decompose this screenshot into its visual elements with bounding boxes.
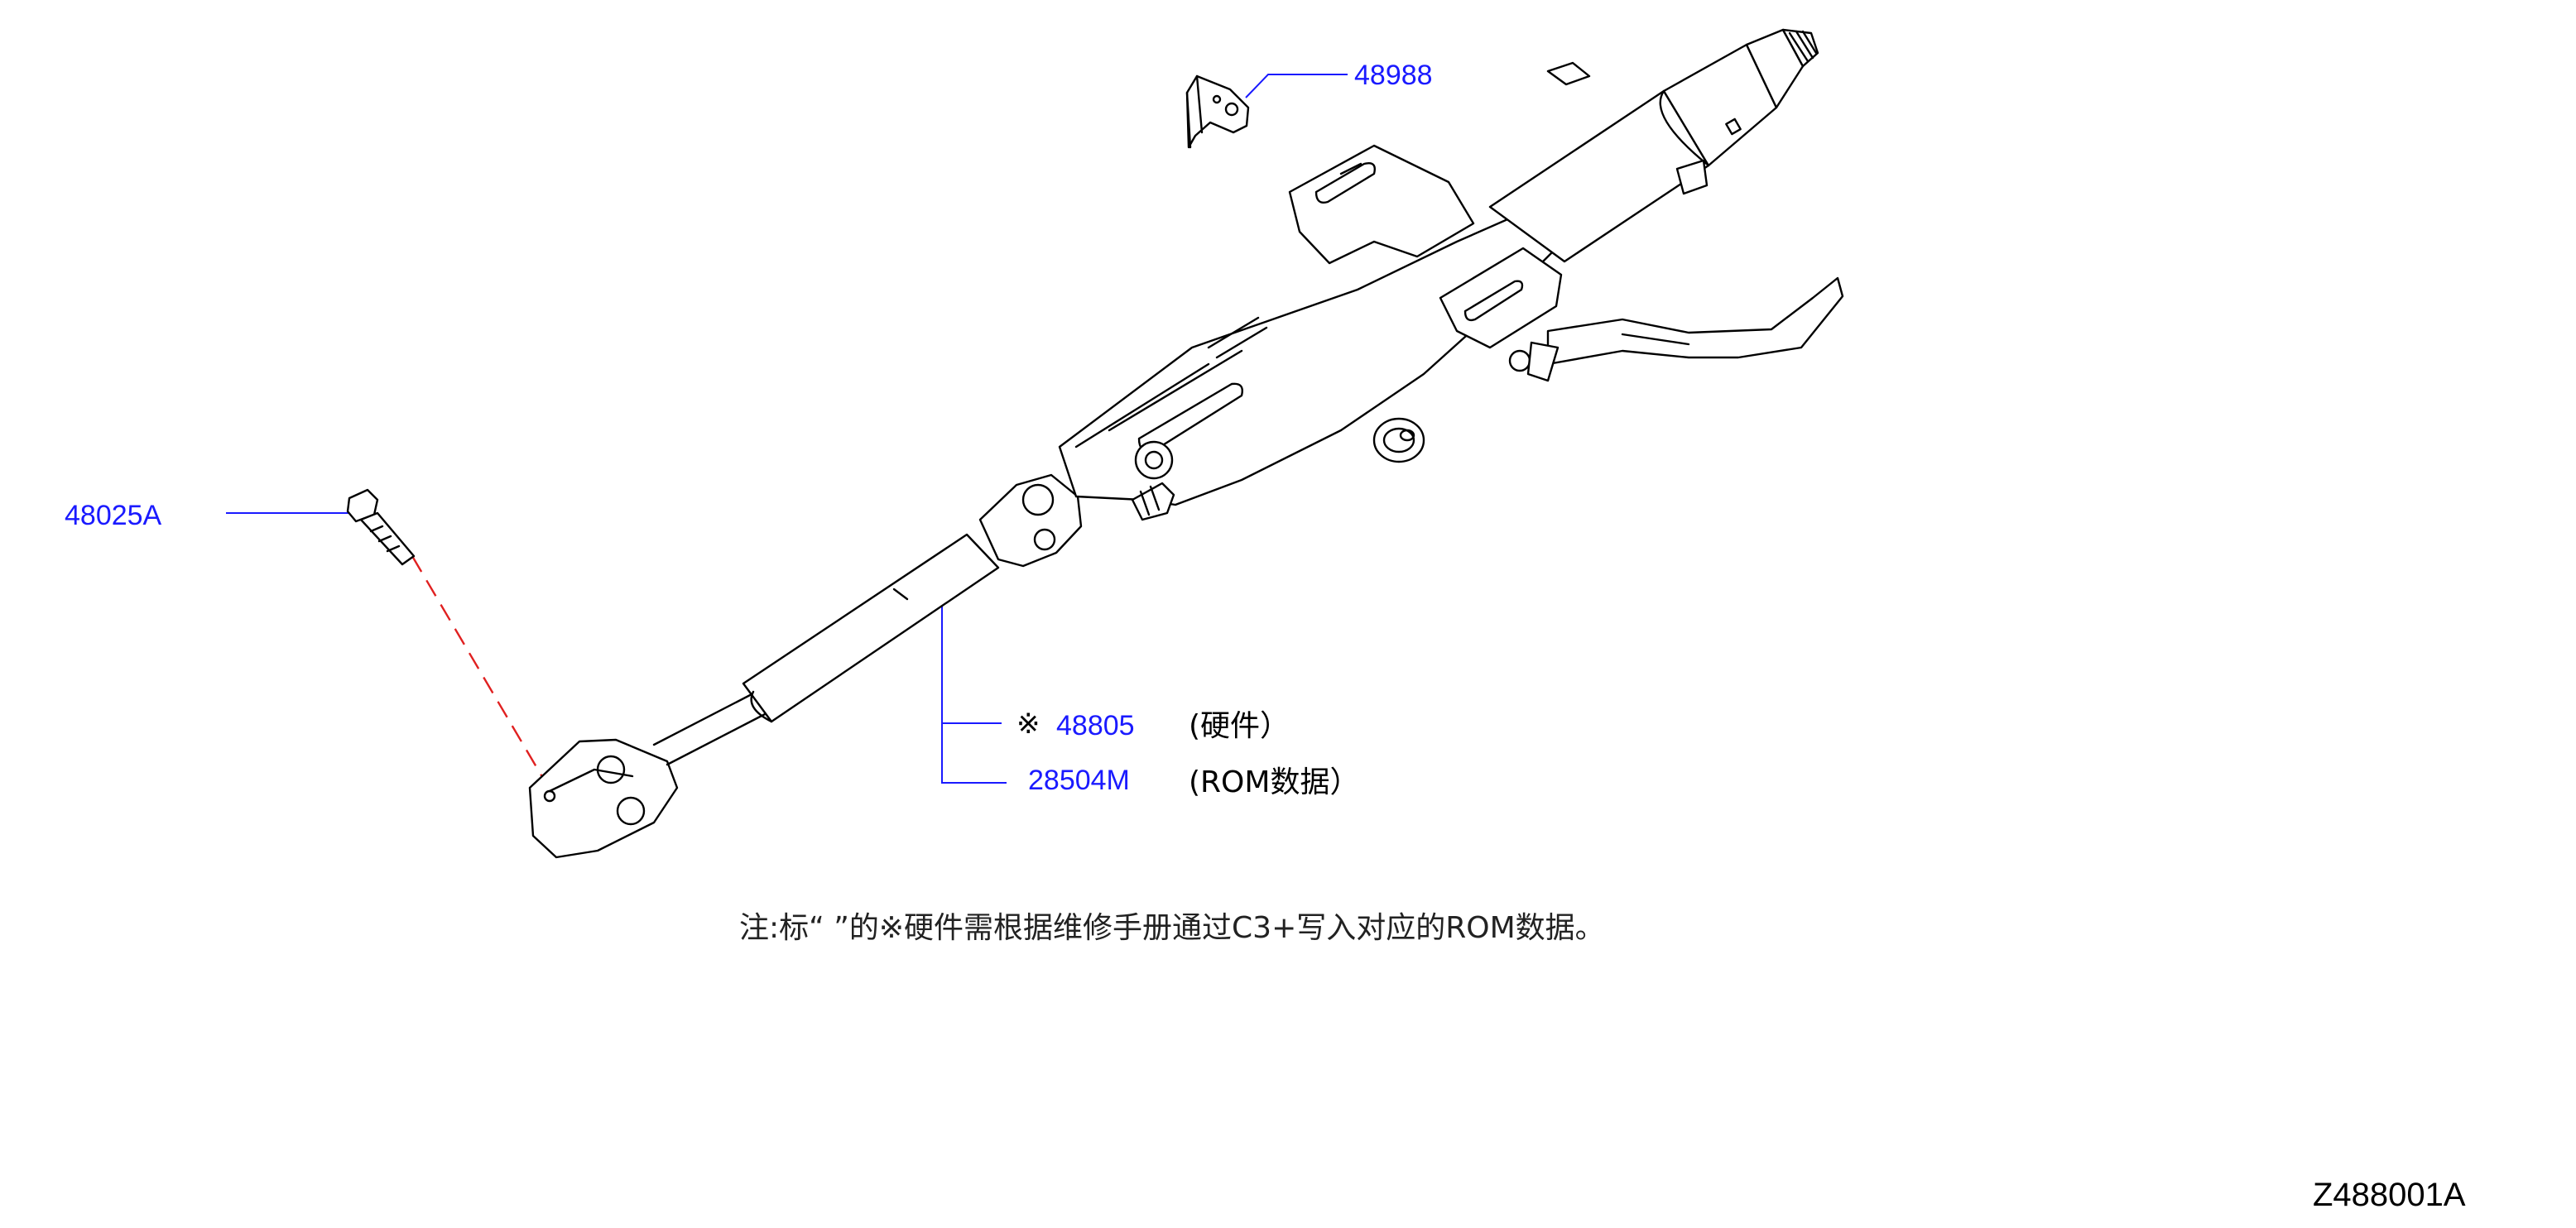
description-hardware: (硬件） (1189, 709, 1290, 743)
leader-48805 (941, 599, 1002, 724)
leader-lines (226, 74, 1348, 784)
part-number-28504M[interactable]: 28504M (1028, 765, 1130, 796)
intermediate-shaft[interactable] (528, 473, 1083, 859)
bolt-48025A[interactable] (346, 488, 416, 566)
part-number-48805[interactable]: 48805 (1056, 710, 1135, 741)
leader-28504M (941, 723, 1007, 784)
steering-column[interactable] (1058, 28, 1844, 521)
leader-48988 (1245, 74, 1348, 98)
reference-mark: ※ (1016, 708, 1040, 741)
footnote: 注:标“ ”的※硬件需根据维修手册通过C3+写入对应的ROM数据。 (739, 911, 1605, 945)
description-rom-data: (ROM数据） (1189, 765, 1360, 799)
part-number-48988[interactable]: 48988 (1354, 60, 1433, 91)
part-number-48025A[interactable]: 48025A (65, 500, 162, 531)
bolt-insertion-path (411, 555, 551, 790)
figure-id: Z488001A (2313, 1177, 2466, 1213)
bracket-48988[interactable] (1185, 74, 1250, 149)
